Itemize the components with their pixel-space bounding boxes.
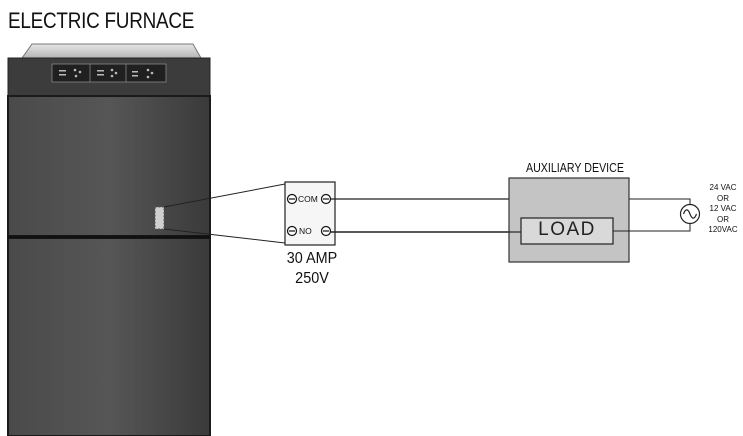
terminal-label-com: COM (298, 194, 318, 204)
furnace-top-cap (21, 43, 202, 59)
furnace-relay-terminal (154, 206, 165, 230)
furnace (7, 43, 211, 436)
auxiliary-device-title: AUXILIARY DEVICE (526, 160, 624, 175)
supply-line-3: 12 VAC (709, 204, 737, 213)
relay-terminal-block (284, 181, 336, 246)
supply-wire-top (629, 198, 691, 204)
callout-line-bottom (163, 228, 286, 244)
control-indicator-dots (59, 68, 154, 79)
load-label: LOAD (538, 219, 596, 240)
screw-com-left (286, 193, 298, 205)
supply-line-4: OR (717, 214, 729, 224)
callout-line-top (163, 183, 286, 208)
relay-rating-amps: 30 AMP (286, 250, 338, 267)
supply-wire-bottom (613, 224, 691, 232)
screw-no-right (320, 225, 332, 237)
furnace-upper-panel (7, 95, 211, 237)
terminal-label-no: NO (299, 226, 312, 236)
supply-line-5: 120VAC (708, 225, 738, 234)
load-box (520, 217, 614, 245)
screw-no-left (286, 225, 298, 237)
supply-line-2: OR (717, 193, 729, 203)
screw-com-right (320, 193, 332, 205)
supply-voltage-label: 24 VAC OR 12 VAC OR 120VAC (705, 183, 741, 236)
supply-line-1: 24 VAC (709, 183, 737, 192)
furnace-control-display (51, 63, 167, 83)
relay-rating-volts: 250V (295, 270, 329, 287)
ac-source-icon (679, 203, 701, 225)
page-title: ELECTRIC FURNACE (8, 8, 195, 33)
furnace-lower-panel (7, 237, 211, 436)
relay-rating: 30 AMP 250V (287, 249, 337, 289)
